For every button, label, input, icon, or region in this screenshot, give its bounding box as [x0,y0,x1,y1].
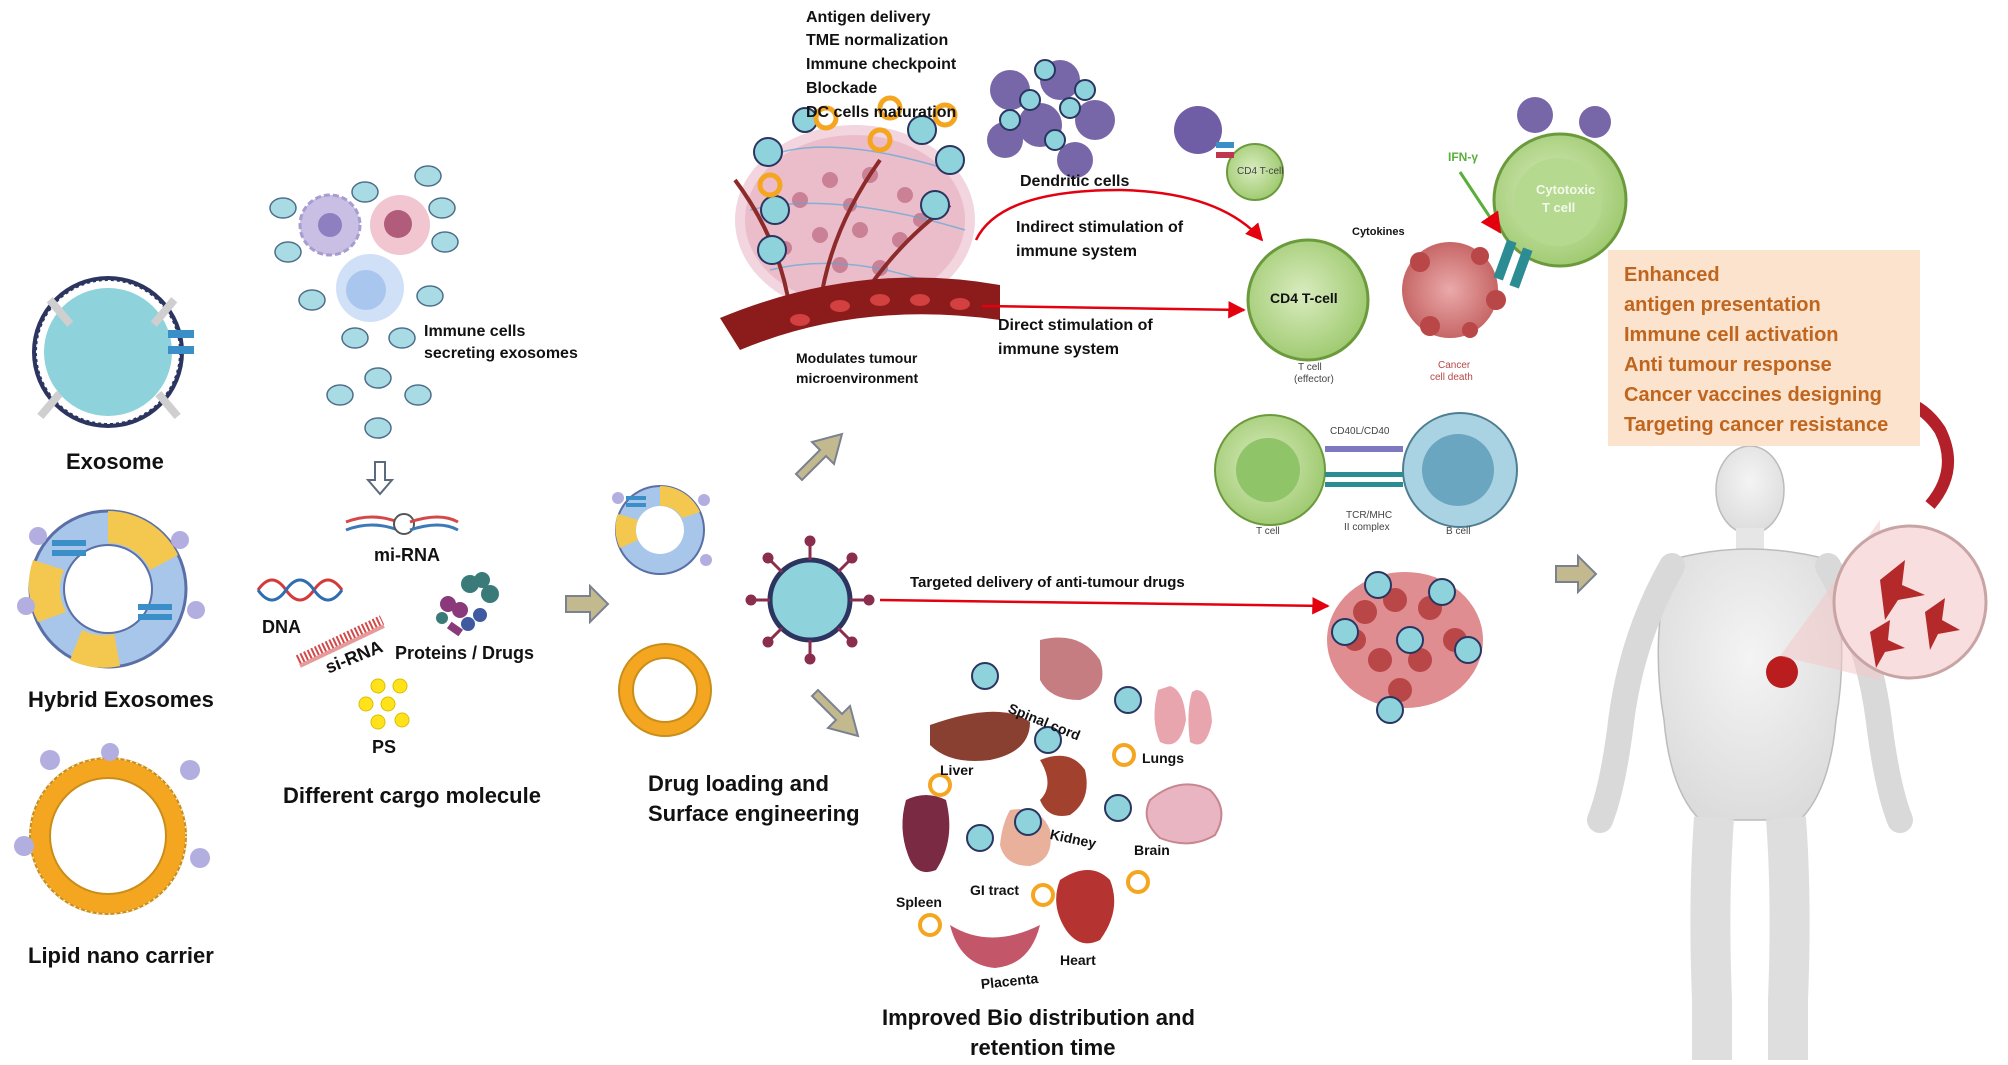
label-direct-line1: Direct stimulation of [998,317,1153,334]
ifn-gamma-arrow [1458,171,1502,234]
tumour-microenvironment-illustration [720,95,1000,350]
label-cytotoxic-line2: T cell [1542,200,1576,215]
label-lungs: Lungs [1142,750,1184,766]
mirna-icon [345,513,459,535]
flow-arrow-cargo-to-loading [565,583,610,625]
label-heart: Heart [1060,952,1096,968]
label-ps: PS [372,737,397,757]
label-exosome: Exosome [66,449,164,474]
outcomes-box: Enhanced antigen presentation Immune cel… [1608,250,1920,446]
lipid-nano-carrier-illustration [14,743,210,915]
label-tme-normalization: TME normalization [806,32,949,49]
label-drug-loading-line2: Surface engineering [648,801,860,826]
label-cytokines: Cytokines [1352,226,1405,238]
cytotoxic-tcell [1492,132,1628,289]
outcome-item: Targeting cancer resistance [1624,414,1889,436]
surface-engineered-exosome [745,535,875,665]
label-improved-line1: Improved Bio distribution and [882,1005,1195,1030]
sirna-icon [295,615,385,668]
label-modulates-line2: microenvironment [796,370,919,386]
label-cancer-line2: cell death [1430,372,1473,383]
outcome-item: Anti tumour response [1624,354,1832,376]
label-drug-loading-line1: Drug loading and [648,771,829,796]
label-antigen-delivery: Antigen delivery [806,9,931,26]
label-direct-line2: immune system [998,341,1119,358]
indirect-stimulation-arrow [974,188,1264,242]
exosome-illustration [32,276,194,428]
down-arrow-icon [365,461,395,496]
direct-stimulation-arrow [981,301,1246,319]
immune-cells-cluster [269,165,459,439]
label-different-cargo: Different cargo molecule [283,783,541,808]
label-lipid-nano-carrier: Lipid nano carrier [28,943,214,968]
proteins-drugs-icon [436,572,499,637]
outcome-item: Immune cell activation [1624,324,1839,346]
flow-arrow-up-right [794,432,844,482]
label-ifn-gamma: IFN-γ [1448,150,1478,164]
human-body-illustration [1587,445,1988,1060]
label-modulates-line1: Modulates tumour [796,350,918,366]
label-indirect-line1: Indirect stimulation of [1016,219,1184,236]
label-improved-line2: retention time [970,1035,1116,1060]
label-targeted-delivery: Targeted delivery of anti-tumour drugs [910,574,1185,591]
label-indirect-line2: immune system [1016,243,1137,260]
label-dna: DNA [262,617,301,637]
outcome-item: Cancer vaccines designing [1624,384,1882,406]
label-gi-tract: GI tract [970,882,1020,898]
dendritic-cell-right [1517,97,1611,138]
label-mirna: mi-RNA [374,545,440,565]
outcome-item: antigen presentation [1624,294,1821,316]
label-b-cell: B cell [1446,526,1471,537]
dc-cd4-interaction [1174,106,1284,201]
targeted-delivery-arrow [879,597,1330,615]
label-blockade: Blockade [806,80,878,97]
label-dendritic-cells: Dendritic cells [1020,173,1130,190]
dna-icon [256,578,344,602]
dendritic-cells-illustration [987,59,1115,178]
label-immune-checkpoint: Immune checkpoint [806,56,957,73]
label-t-cell-effector-line2: (effector) [1294,374,1334,385]
label-cancer-line1: Cancer [1438,360,1471,371]
label-t-cell-effector-line1: T cell [1298,362,1322,373]
t-cell-b-cell-interaction [1214,412,1518,528]
cd4-tcell-large [1246,238,1370,362]
label-cytotoxic-line1: Cytotoxic [1536,182,1596,197]
organs-illustration [902,637,1223,968]
label-immune-cells-line2: secreting exosomes [424,345,578,362]
label-cd4-tcell: CD4 T-cell [1270,290,1338,306]
label-proteins-drugs: Proteins / Drugs [395,643,535,663]
label-cd4-small: CD4 T-cell [1237,166,1284,177]
label-cd40l-cd40: CD40L/CD40 [1330,426,1390,437]
loaded-hybrid-exosome [612,485,712,575]
loaded-lipid-carrier [618,643,712,737]
ps-icon [358,678,410,730]
flow-arrow-to-body [1555,553,1598,595]
flow-arrow-down-right [810,688,860,738]
label-t-cell: T cell [1256,526,1280,537]
label-brain: Brain [1134,842,1170,858]
label-liver: Liver [940,762,974,778]
label-dc-maturation: DC cells maturation [806,104,957,121]
label-hybrid-exosomes: Hybrid Exosomes [28,687,214,712]
targeted-tumour-cluster [1327,571,1483,724]
label-tcr-mhc-line2: II complex [1344,522,1390,533]
label-spleen: Spleen [896,894,942,910]
label-tcr-mhc-line1: TCR/MHC [1346,510,1393,521]
hybrid-exosome-illustration [17,509,205,669]
label-immune-cells-line1: Immune cells [424,323,526,340]
cancer-cell-death [1402,242,1506,338]
outcome-item: Enhanced [1624,264,1720,286]
